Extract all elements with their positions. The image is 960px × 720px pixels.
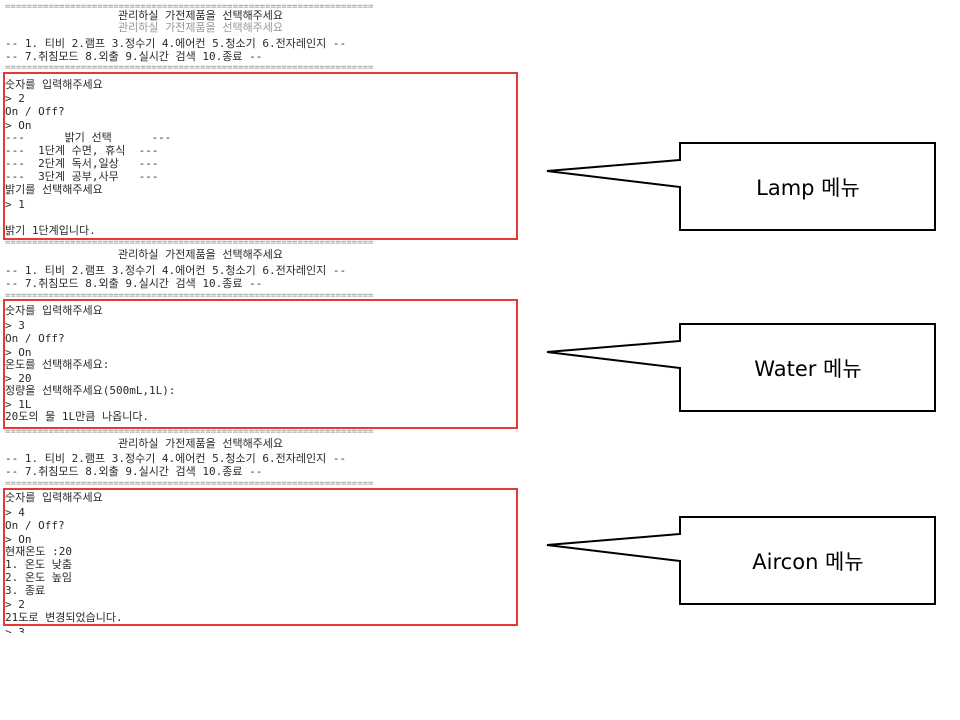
aircon-line-5: 현재온도 :20: [5, 545, 72, 558]
lamp-line-3: On / Off?: [5, 105, 65, 118]
lamp-highlight-box: [3, 72, 518, 240]
water-highlight-box: [3, 299, 518, 429]
menu-line-2: -- 7.취침모드 8.외출 9.실시간 검색 10.종료 --: [5, 277, 263, 290]
lamp-line-9: 밝기를 선택해주세요: [5, 183, 103, 196]
water-callout: Water 메뉴: [545, 323, 937, 413]
aircon-line-8: 3. 종료: [5, 584, 46, 597]
console-rule: ========================================…: [5, 238, 374, 248]
lamp-callout-label: Lamp 메뉴: [756, 176, 860, 200]
console-rule: ========================================…: [5, 427, 374, 437]
aircon-line-4: > On: [5, 533, 32, 546]
aircon-callout: Aircon 메뉴: [545, 516, 937, 606]
console-rule: ========================================…: [5, 2, 374, 12]
lamp-callout-shape: [546, 142, 936, 231]
aircon-line-7: 2. 온도 높임: [5, 571, 72, 584]
water-callout-shape: [546, 323, 936, 412]
header-title: 관리하실 가전제품을 선택해주세요: [118, 9, 284, 22]
lamp-line-7: --- 2단계 독서,일상 ---: [5, 157, 159, 170]
trailing-prompt: > 3: [5, 626, 25, 633]
water-line-5: 온도를 선택해주세요:: [5, 358, 110, 371]
lamp-line-1: 숫자를 입력해주세요: [5, 78, 103, 91]
lamp-line-6: --- 1단계 수면, 휴식 ---: [5, 144, 159, 157]
water-line-2: > 3: [5, 319, 25, 332]
header-title: 관리하실 가전제품을 선택해주세요: [118, 248, 284, 261]
console-output: ========================================…: [3, 2, 518, 633]
aircon-line-6: 1. 온도 낮춤: [5, 558, 72, 571]
menu-line-1: -- 1. 티비 2.램프 3.정수기 4.에어컨 5.청소기 6.전자레인지 …: [5, 264, 347, 277]
water-line-6: > 20: [5, 372, 32, 385]
aircon-callout-shape: [546, 516, 936, 605]
water-callout-label: Water 메뉴: [754, 357, 862, 381]
water-line-8: > 1L: [5, 398, 32, 411]
console-rule: ========================================…: [5, 479, 374, 489]
aircon-callout-label: Aircon 메뉴: [752, 550, 864, 574]
menu-line-1: -- 1. 티비 2.램프 3.정수기 4.에어컨 5.청소기 6.전자레인지 …: [5, 37, 347, 50]
menu-line-2: -- 7.취침모드 8.외출 9.실시간 검색 10.종료 --: [5, 465, 263, 478]
console-rule: ========================================…: [5, 291, 374, 301]
aircon-highlight-box: [3, 488, 518, 626]
lamp-line-8: --- 3단계 공부,사무 ---: [5, 170, 159, 183]
water-line-4: > On: [5, 346, 32, 359]
lamp-line-12: 밝기 1단계입니다.: [5, 224, 96, 237]
aircon-line-3: On / Off?: [5, 519, 65, 532]
lamp-line-5: --- 밝기 선택 ---: [5, 131, 172, 144]
lamp-line-2: > 2: [5, 92, 25, 105]
aircon-line-2: > 4: [5, 506, 25, 519]
menu-line-2: -- 7.취침모드 8.외출 9.실시간 검색 10.종료 --: [5, 50, 263, 63]
menu-line-1: -- 1. 티비 2.램프 3.정수기 4.에어컨 5.청소기 6.전자레인지 …: [5, 452, 347, 465]
water-line-3: On / Off?: [5, 332, 65, 345]
aircon-line-1: 숫자를 입력해주세요: [5, 491, 103, 504]
lamp-line-4: > On: [5, 119, 32, 132]
aircon-line-9: > 2: [5, 598, 25, 611]
header-title-ghost: 관리하실 가전제품을 선택해주세요: [118, 21, 284, 34]
water-line-1: 숫자를 입력해주세요: [5, 304, 103, 317]
aircon-line-10: 21도로 변경되었습니다.: [5, 611, 123, 624]
console-rule: ========================================…: [5, 63, 374, 73]
lamp-line-10: > 1: [5, 198, 25, 211]
lamp-callout: Lamp 메뉴: [545, 142, 937, 232]
water-line-7: 정량을 선택해주세요(500mL,1L):: [5, 384, 176, 397]
header-title: 관리하실 가전제품을 선택해주세요: [118, 437, 284, 450]
water-line-9: 20도의 물 1L만큼 나옵니다.: [5, 410, 150, 423]
